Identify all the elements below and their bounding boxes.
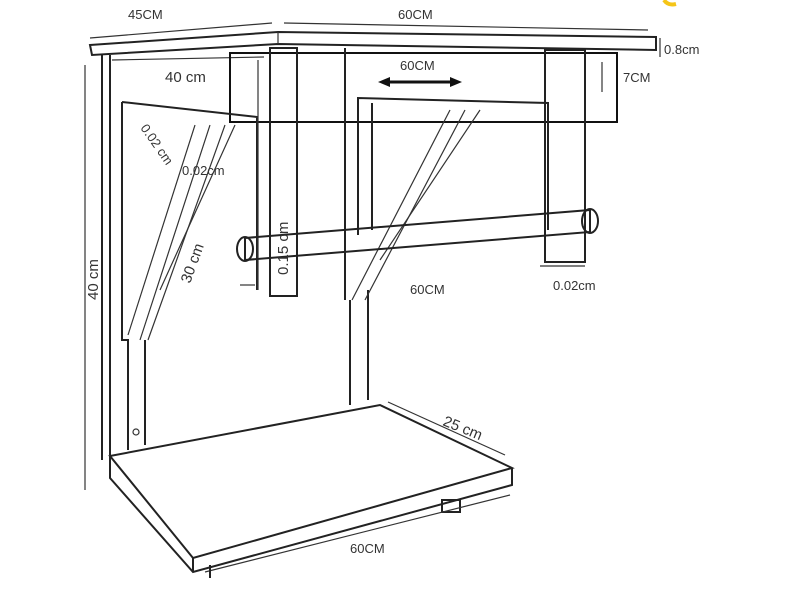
left-side-frame [84,55,258,490]
bottom-shelf [108,401,515,578]
rear-posts [257,47,586,405]
label-bar-width: 60CM [410,282,445,297]
label-top-depth: 45CM [128,7,163,22]
top-board [88,30,657,57]
horizontal-bar [236,208,599,286]
label-top-width: 60CM [398,7,433,22]
label-rail-height: 7CM [623,70,650,85]
label-brace-gap-b: 0.02cm [182,163,225,178]
label-height: 40 cm [85,259,102,300]
top-dimension-arrows [89,22,661,92]
label-brace-gap-a: 0.02 cm [138,121,177,167]
label-bottom-width: 60CM [350,541,385,556]
label-bottom-depth: 25 cm [441,413,485,444]
label-inner-depth: 40 cm [165,69,206,86]
back-frame [351,96,549,301]
label-rail-width: 60CM [400,58,435,73]
label-foot-gap: 0.02cm [553,278,596,293]
highlight-box [229,52,618,123]
corner-mark [662,0,677,7]
label-top-thickness: 0.8cm [664,42,699,57]
label-brace-length: 30 cm [178,241,208,285]
label-post-thickness: 0.15 cm [275,222,292,275]
